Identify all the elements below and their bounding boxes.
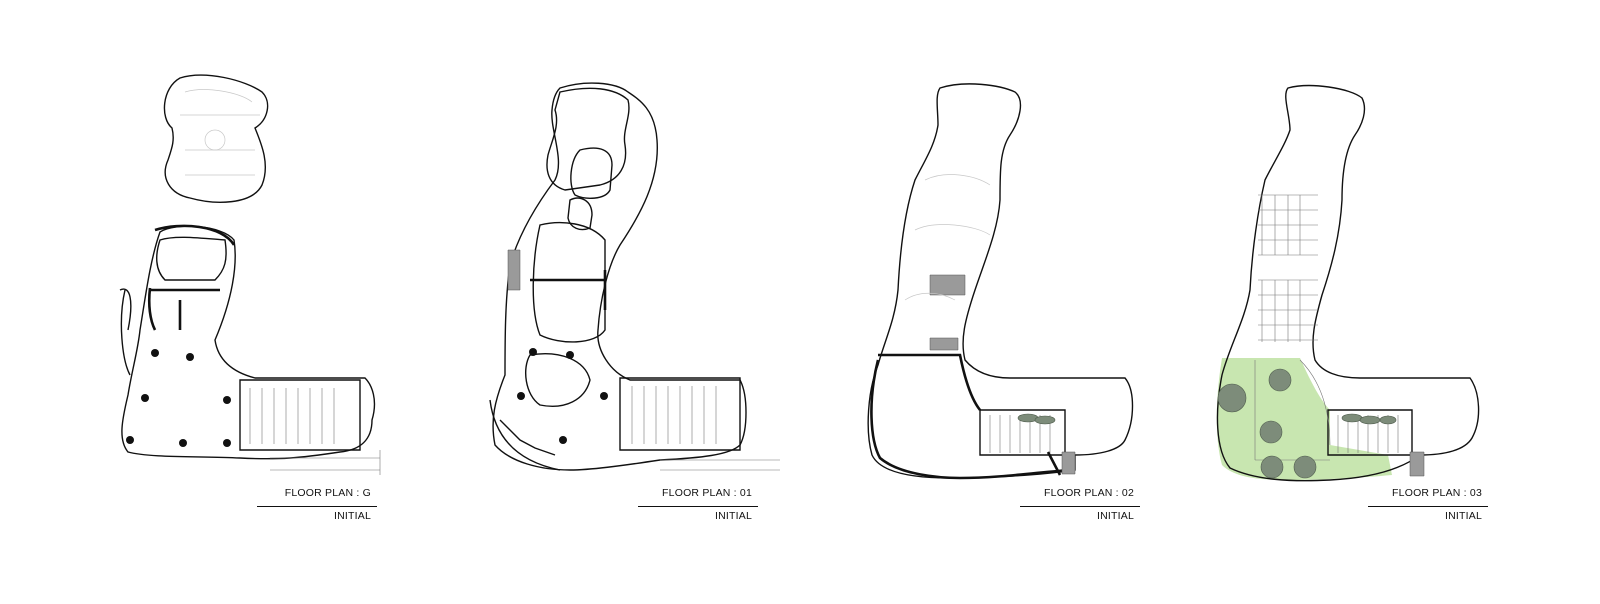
plan-01-rule (638, 506, 758, 507)
plan-g-title: FLOOR PLAN : G (284, 487, 371, 499)
plan-03-trees (1217, 368, 1317, 479)
plan-g-pod (163, 74, 269, 203)
plan-03-subtitle: INITIAL (1445, 510, 1482, 522)
plan-03-outline (1216, 84, 1480, 482)
plan-03-rule (1368, 506, 1488, 507)
floor-plan-03-drawing (1216, 84, 1480, 482)
plan-03-title: FLOOR PLAN : 03 (1392, 487, 1482, 499)
plan-02-title: FLOOR PLAN : 02 (1044, 487, 1134, 499)
plan-02-rule (1020, 506, 1140, 507)
plan-g-rule (257, 506, 377, 507)
floor-plan-01-drawing (489, 82, 780, 471)
floor-plan-02-drawing (867, 83, 1134, 480)
plan-02-outline (867, 83, 1134, 479)
floor-plan-g-drawing (119, 74, 381, 475)
plan-01-title: FLOOR PLAN : 01 (662, 487, 752, 499)
plan-g-subtitle: INITIAL (334, 510, 371, 522)
plan-01-subtitle: INITIAL (715, 510, 752, 522)
plan-02-subtitle: INITIAL (1097, 510, 1134, 522)
plan-g-outline (121, 225, 376, 460)
